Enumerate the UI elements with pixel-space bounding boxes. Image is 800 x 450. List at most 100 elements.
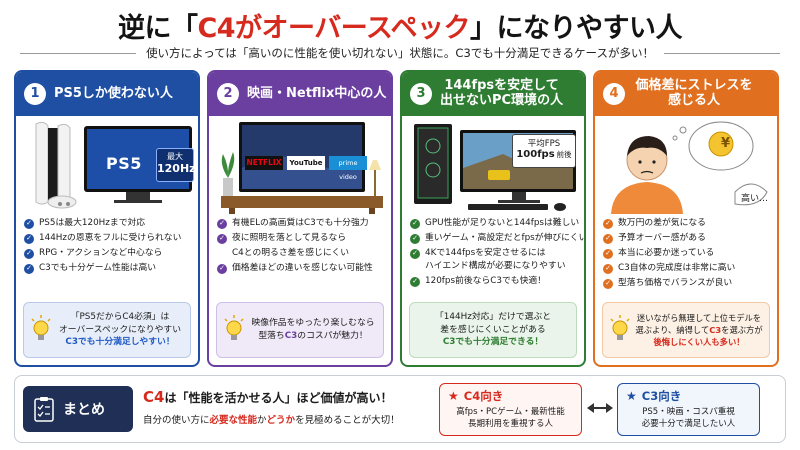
check-icon: ✓ <box>217 219 227 229</box>
card-header: 2 映画・Netflix中心の人 <box>209 72 391 116</box>
yen-symbol: ¥ <box>721 136 731 151</box>
subtitle-divider-left <box>20 52 137 54</box>
list-item: ✓夜に照明を落として見るなら <box>217 233 383 245</box>
note-text: 「144Hz対応」だけで選ぶと 差を感じにくいことがある C3でも十分満足できる… <box>435 311 551 348</box>
check-icon: ✓ <box>24 248 34 259</box>
list-item: ✓価格差ほどの違いを感じない可能性 <box>217 263 383 275</box>
list-item: ✓予算オーバー感がある <box>603 233 769 245</box>
card-note: 映像作品をゆったり楽しむなら 型落ちC3のコスパが魅力！ <box>216 302 384 358</box>
subtitle-row: 使い方によっては「高いのに性能を使い切れない」状態に。C3でも十分満足できるケー… <box>20 44 781 62</box>
fps-label: 平均FPS <box>527 139 561 149</box>
card-note: 「144Hz対応」だけで選ぶと 差を感じにくいことがある C3でも十分満足できる… <box>409 302 577 358</box>
list-item: ✓144Hzの恩恵をフルに受けられない <box>24 233 190 245</box>
summary-badge: まとめ <box>23 386 133 432</box>
fps-suffix: 前後 <box>556 150 572 159</box>
check-icon: ✓ <box>24 219 34 229</box>
check-icon: ✓ <box>410 276 420 287</box>
subtitle-divider-right <box>663 52 781 54</box>
lightbulb-icon <box>610 315 630 340</box>
badge-top: 最大 <box>167 152 183 161</box>
netflix-logo: NETFLIX <box>245 156 283 170</box>
list-item: ✓数万円の差が気になる <box>603 218 769 230</box>
check-icon: ✓ <box>603 233 613 244</box>
list-item: ✓C3自体の完成度は非常に高い <box>603 263 769 275</box>
card-heading: PS5しか使わない人 <box>54 85 173 101</box>
list-item: ✓C3でも十分ゲーム性能は高い <box>24 263 190 275</box>
card-number: 2 <box>217 83 239 105</box>
lightbulb-icon <box>224 315 244 340</box>
card-note: 「PS5だからC4必須」は オーバースペックになりやすい C3でも十分満足しやす… <box>23 302 191 358</box>
fps-value: 100fps <box>516 149 555 160</box>
double-arrow-icon <box>587 403 613 413</box>
list-item: ハイエンド構成が必要になりやすい <box>425 260 566 271</box>
note-text: 「PS5だからC4必須」は オーバースペックになりやすい C3でも十分満足しやす… <box>58 311 181 348</box>
living-room-tv-illustration: NETFLIX YouTube prime video <box>215 118 385 214</box>
summary-panel: まとめ C4は「性能を活かせる人」ほど価値が高い！ 自分の使い方に必要な性能かど… <box>14 375 786 443</box>
badge-main: 120Hz <box>157 162 196 175</box>
list-item: ✓4Kで144fpsを安定させるには <box>410 248 576 260</box>
card-number: 1 <box>24 83 46 105</box>
c4-suited-box: ★C4向き 高fps・PCゲーム・最新性能 長期利用を重視する人 <box>439 383 582 436</box>
card-heading: 144fpsを安定して 出せないPC環境の人 <box>440 78 564 108</box>
check-icon: ✓ <box>603 219 613 229</box>
star-icon: ★ <box>448 389 459 403</box>
list-item: ✓有機ELの高画質はC3でも十分強力 <box>217 218 383 230</box>
check-icon: ✓ <box>603 278 613 289</box>
worried-person-icon <box>611 121 768 214</box>
bullet-list: ✓GPU性能が足りないと144fpsは難しい ✓重いゲーム・高設定だとfpsが伸… <box>402 218 584 287</box>
worried-person-illustration: ¥ 高い… <box>601 118 771 214</box>
card-header: 4 価格差にストレスを 感じる人 <box>595 72 777 116</box>
card-ps5-only: 1 PS5しか使わない人 PS5 最大 120Hz ✓PS5は最大120Hzまで… <box>14 70 200 367</box>
list-item: ✓PS5は最大120Hzまで対応 <box>24 218 190 230</box>
check-icon: ✓ <box>24 263 34 274</box>
card-heading: 映画・Netflix中心の人 <box>247 85 387 101</box>
bullet-list: ✓有機ELの高画質はC3でも十分強力 ✓夜に照明を落として見るなら C4との明る… <box>209 218 391 275</box>
list-item: ✓RPG・アクションなど中心なら <box>24 248 190 260</box>
prime-video-logo: prime video <box>329 156 367 181</box>
list-item: ✓GPU性能が足りないと144fpsは難しい <box>410 218 579 230</box>
list-item: ✓120fps前後ならC3でも快適！ <box>410 276 576 288</box>
list-item: C4との明るさ差を感じにくい <box>232 247 350 258</box>
list-item: ✓重いゲーム・高設定だとfpsが伸びにくい <box>410 233 584 245</box>
bullet-list: ✓PS5は最大120Hzまで対応 ✓144Hzの恩恵をフルに受けられない ✓RP… <box>16 218 198 275</box>
summary-label: まとめ <box>63 402 105 418</box>
card-header: 1 PS5しか使わない人 <box>16 72 198 116</box>
card-number: 3 <box>410 83 432 105</box>
check-icon: ✓ <box>410 219 420 229</box>
card-number: 4 <box>603 83 625 105</box>
title-post: 」になりやすい人 <box>470 13 683 44</box>
max-hz-badge: 最大 120Hz <box>156 148 196 182</box>
check-icon: ✓ <box>603 263 613 274</box>
ps5-logo: PS5 <box>106 154 142 173</box>
page-title: 逆に「C4がオーバースペック」になりやすい人 <box>0 6 800 45</box>
thought-text: 高い… <box>741 194 769 204</box>
ps5-tv-illustration: PS5 最大 120Hz <box>22 118 196 214</box>
subtitle: 使い方によっては「高いのに性能を使い切れない」状態に。C3でも十分満足できるケー… <box>146 46 654 60</box>
check-icon: ✓ <box>24 233 34 244</box>
card-movie-netflix: 2 映画・Netflix中心の人 NETFLIX YouTube prime v… <box>207 70 393 367</box>
check-icon: ✓ <box>410 248 420 259</box>
title-accent: C4がオーバースペック <box>197 13 471 44</box>
list-item: ✓本当に必要か迷っている <box>603 248 769 260</box>
card-price-stress: 4 価格差にストレスを 感じる人 ¥ 高い… ✓数万円の差が気になる ✓予算オー… <box>593 70 779 367</box>
card-header: 3 144fpsを安定して 出せないPC環境の人 <box>402 72 584 116</box>
youtube-logo: YouTube <box>287 156 325 170</box>
bullet-list: ✓数万円の差が気になる ✓予算オーバー感がある ✓本当に必要か迷っている ✓C3… <box>595 218 777 289</box>
lightbulb-icon <box>31 315 51 340</box>
title-pre: 逆に「 <box>117 13 198 44</box>
list-item: ✓型落ち価格でバランスが良い <box>603 278 769 290</box>
note-text: 映像作品をゆったり楽しむなら 型落ちC3のコスパが魅力！ <box>251 318 375 341</box>
check-icon: ✓ <box>603 248 613 259</box>
checklist-icon <box>34 397 54 422</box>
c3-suited-box: ★C3向き PS5・映画・コスパ重視 必要十分で満足したい人 <box>617 383 760 436</box>
card-heading: 価格差にストレスを 感じる人 <box>635 78 753 108</box>
star-icon: ★ <box>626 389 637 403</box>
check-icon: ✓ <box>410 233 420 244</box>
note-text: 迷いながら無理して上位モデルを 選ぶより、納得してC3を選ぶ方が 後悔しにくい人… <box>635 312 763 347</box>
card-note: 迷いながら無理して上位モデルを 選ぶより、納得してC3を選ぶ方が 後悔しにくい人… <box>602 302 770 358</box>
check-icon: ✓ <box>217 263 227 274</box>
summary-text: C4は「性能を活かせる人」ほど価値が高い！ 自分の使い方に必要な性能かどうかを見… <box>143 388 400 426</box>
